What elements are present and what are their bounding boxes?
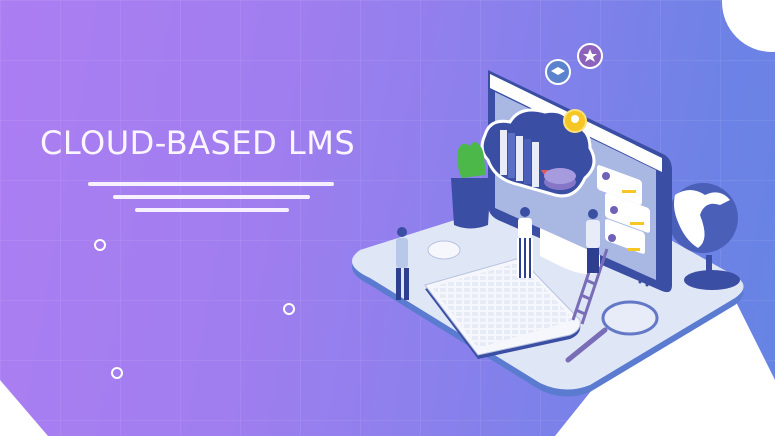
decorative-line <box>88 182 334 186</box>
corner-triangle-decoration <box>0 380 48 436</box>
mouse-icon <box>427 240 461 260</box>
globe-icon <box>668 183 740 290</box>
person-center <box>517 207 533 278</box>
badges <box>545 43 603 133</box>
keyboard <box>424 257 581 359</box>
decorative-line <box>135 208 289 212</box>
cactus-plant <box>451 142 491 229</box>
cloud-library <box>480 108 596 198</box>
ring-decoration <box>283 303 295 315</box>
ring-decoration <box>111 367 123 379</box>
ring-decoration <box>94 239 106 251</box>
person-left <box>396 227 409 300</box>
banner-title: CLOUD-BASED LMS <box>40 124 356 162</box>
magnifying-glass-icon <box>565 300 659 363</box>
review-cards <box>597 165 650 254</box>
decorative-line <box>113 195 310 199</box>
person-on-ladder <box>586 209 600 273</box>
